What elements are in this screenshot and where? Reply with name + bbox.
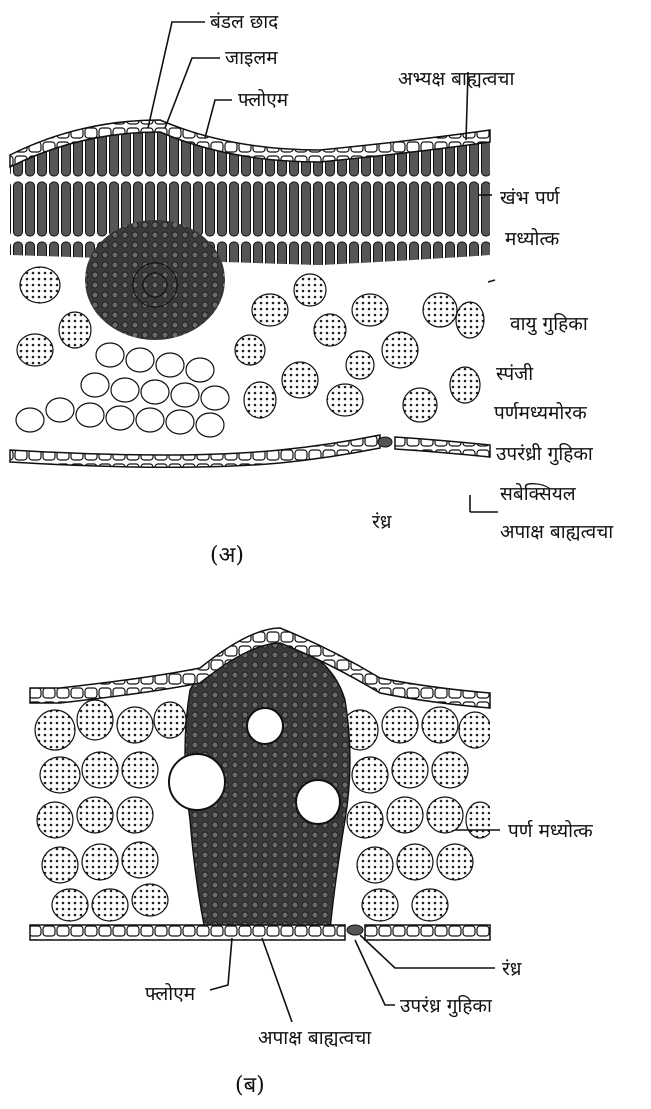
label-palisade-1: खंभ पर्ण bbox=[500, 186, 560, 209]
guard-cell bbox=[378, 437, 392, 447]
label-stoma-b: रंध्र bbox=[502, 958, 522, 980]
label-phloem: फ्लोएम bbox=[238, 88, 289, 111]
figure-a-drawing bbox=[0, 110, 500, 470]
label-adaxial-epidermis: अभ्यक्ष बाह्यत्वचा bbox=[398, 68, 515, 90]
caption-b: (ब) bbox=[235, 1073, 265, 1098]
label-bundle-sheath: बंडल छाद bbox=[210, 11, 279, 33]
label-xylem: जाइलम bbox=[225, 47, 278, 69]
xylem-vessel bbox=[247, 708, 283, 744]
label-abaxial-epidermis-b: अपाक्ष बाह्यत्वचा bbox=[258, 1027, 372, 1049]
figure-b-drawing bbox=[20, 620, 500, 940]
lower-epidermis-b bbox=[30, 925, 345, 940]
label-spongy-2: पर्णमध्यमोरक bbox=[494, 401, 587, 424]
vascular-bundle bbox=[85, 220, 225, 340]
label-air-cavity: वायु गुहिका bbox=[510, 312, 589, 336]
label-abaxial-epidermis-a: अपाक्ष बाह्यत्वचा bbox=[500, 521, 614, 543]
caption-a: (अ) bbox=[210, 543, 244, 568]
guard-cell-b bbox=[347, 925, 363, 935]
xylem-vessel bbox=[169, 754, 225, 810]
label-spongy-1: स्पंजी bbox=[496, 362, 534, 385]
label-phloem-b: फ्लोएम bbox=[145, 982, 196, 1005]
label-subsidiary-cell: सबेक्सियल bbox=[500, 482, 577, 505]
label-stoma-a: रंध्र bbox=[372, 511, 392, 533]
label-mesophyll-b: पर्ण मध्योत्क bbox=[508, 819, 593, 842]
xylem-vessel bbox=[296, 780, 340, 824]
label-substomatal-cavity: उपरंध्री गुहिका bbox=[496, 442, 594, 466]
label-substomatal-cavity-b: उपरंध्र गुहिका bbox=[400, 994, 493, 1018]
label-palisade-2: मध्योत्क bbox=[505, 227, 560, 250]
